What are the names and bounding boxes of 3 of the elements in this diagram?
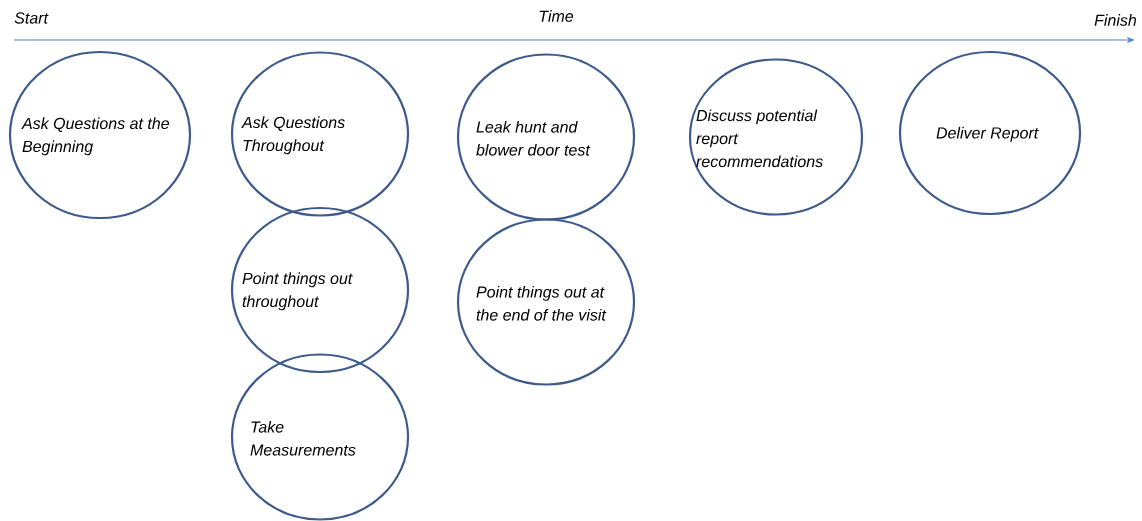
axis-label: Start	[14, 12, 49, 24]
axis-label: Finish	[1094, 14, 1137, 26]
axis-label: Time	[539, 10, 574, 22]
